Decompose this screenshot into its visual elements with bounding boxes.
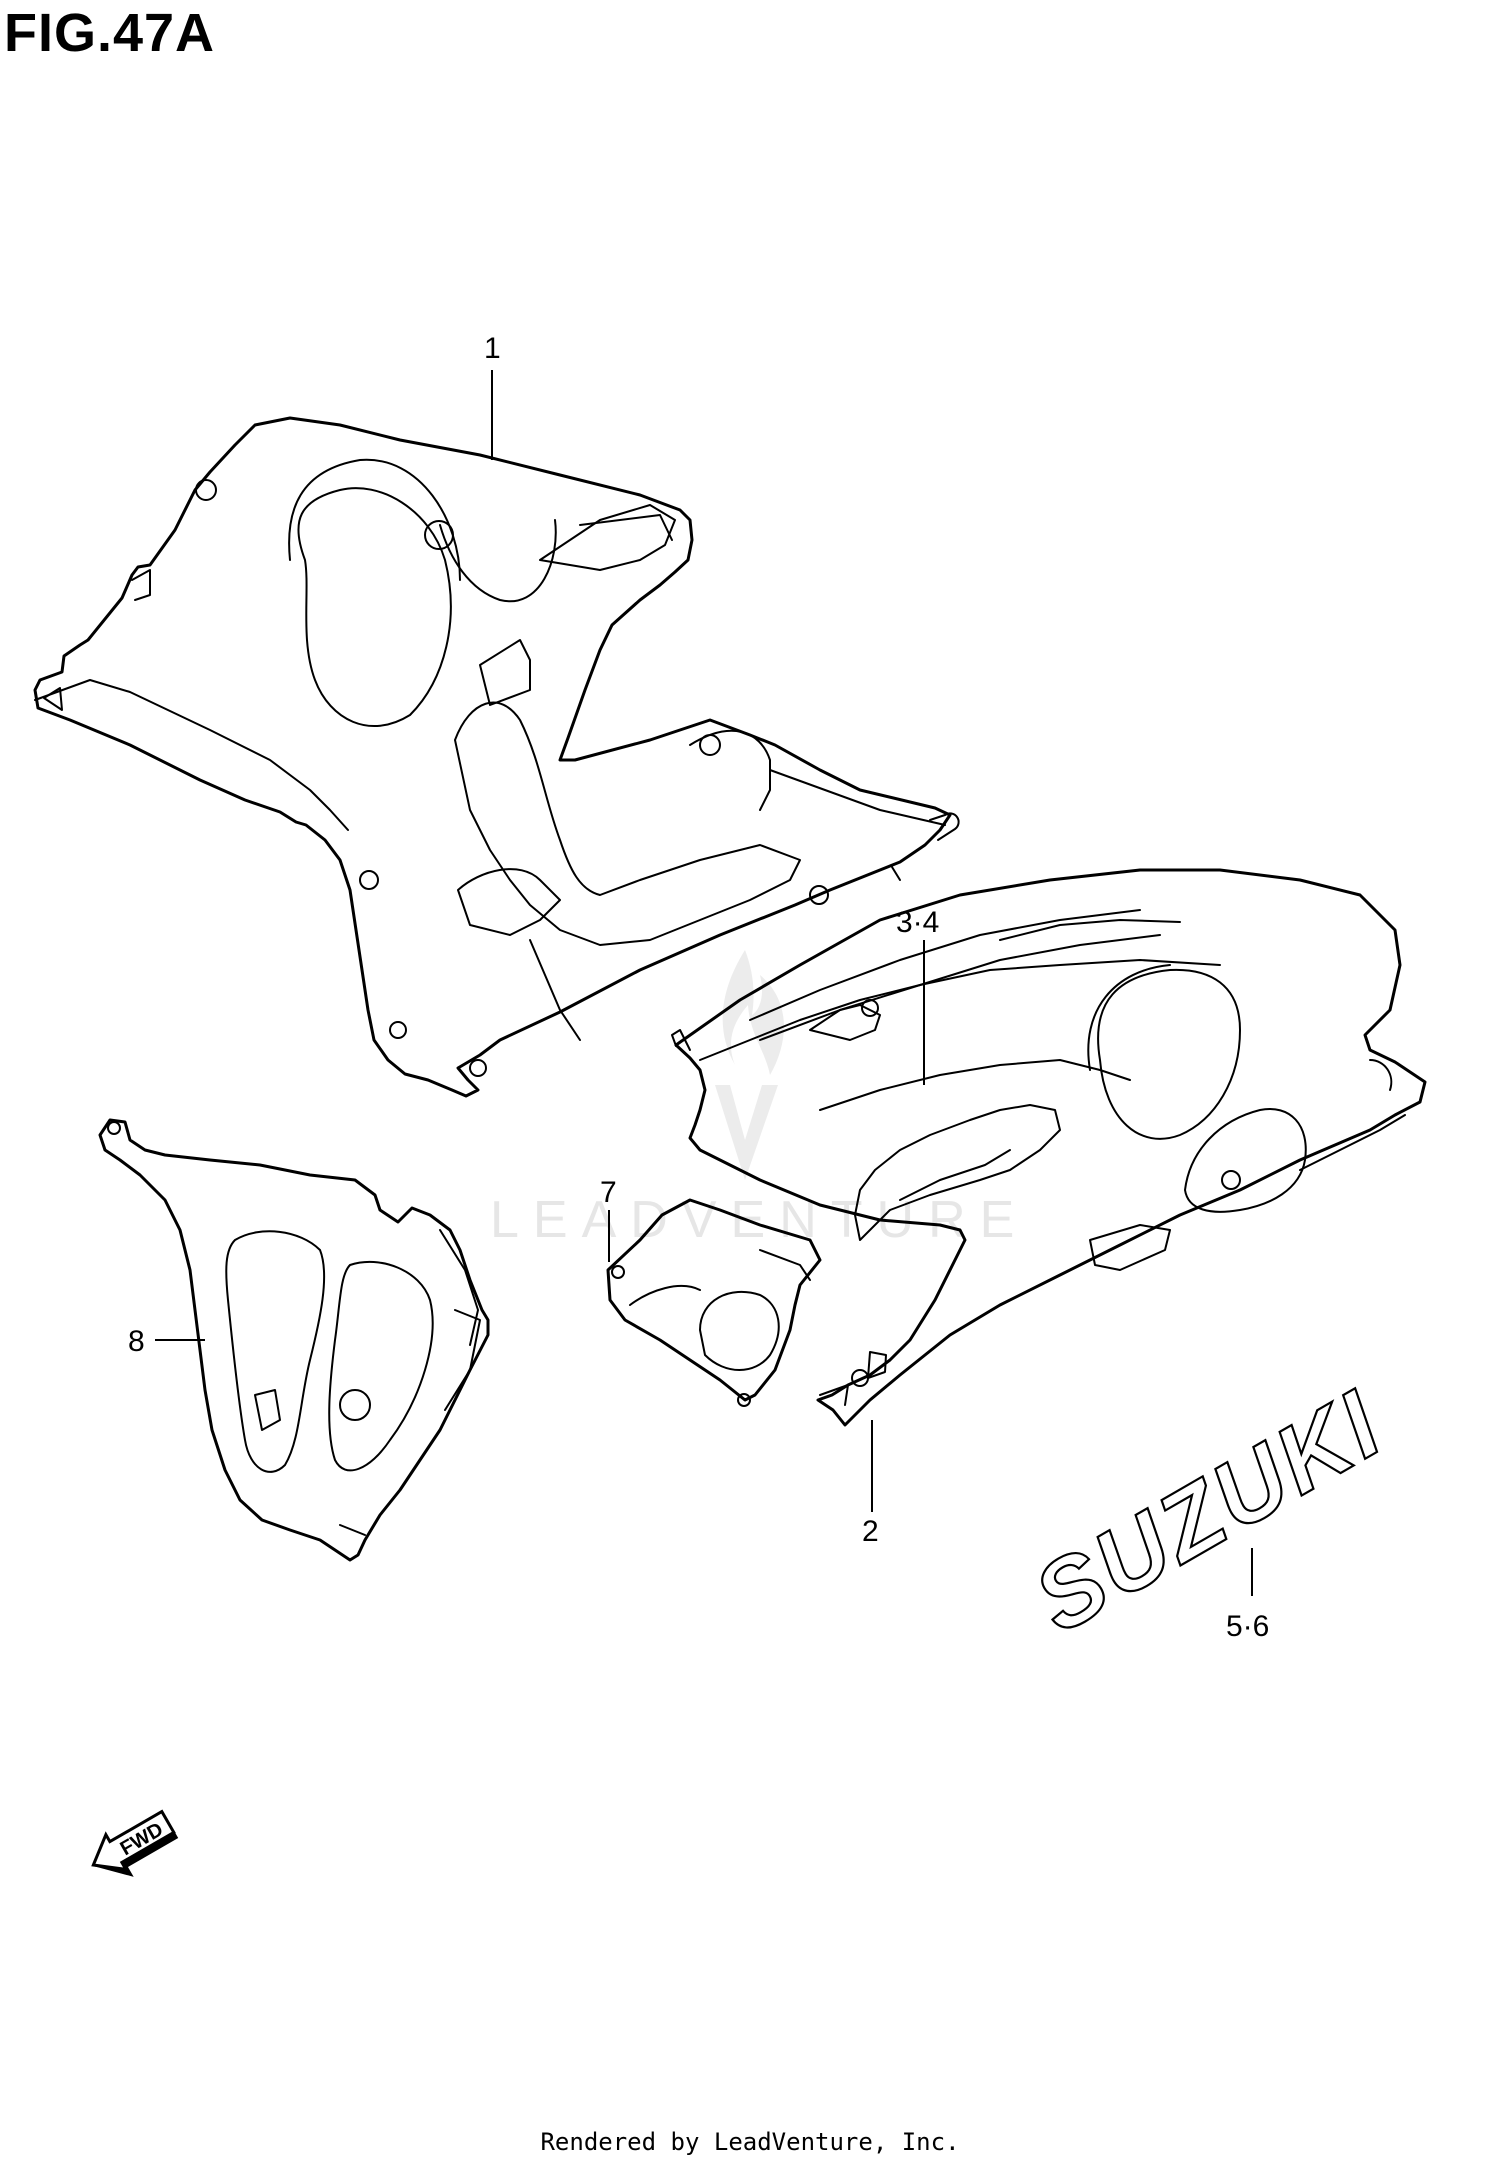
- emblem-part-3-4[interactable]: [749, 909, 1181, 1241]
- leader-lines: [155, 370, 1253, 1596]
- watermark-text: LEADVENTURE: [490, 1191, 1029, 1249]
- under-cowling-part-2[interactable]: [671, 868, 1427, 1427]
- watermark-flame-icon: [715, 950, 784, 1180]
- callout-2: 2: [862, 1515, 879, 1548]
- callout-7: 7: [600, 1176, 617, 1209]
- callout-8: 8: [128, 1325, 145, 1358]
- footer-credit: Rendered by LeadVenture, Inc.: [540, 2128, 960, 2156]
- figure-title: FIG.47A: [4, 3, 216, 63]
- decal-text: SUZUKI: [1017, 1370, 1401, 1653]
- inner-panel-part-7[interactable]: [606, 1198, 822, 1407]
- decal-part-5-6[interactable]: SUZUKI: [1016, 1369, 1402, 1655]
- inner-cover-part-8[interactable]: [98, 1118, 490, 1562]
- fwd-arrow-icon: FWD: [91, 1809, 179, 1877]
- under-cowling-part-1[interactable]: [33, 416, 960, 1098]
- callout-5-6: 5·6: [1226, 1610, 1269, 1643]
- callout-3-4: 3·4: [896, 906, 939, 939]
- callout-1: 1: [484, 332, 501, 365]
